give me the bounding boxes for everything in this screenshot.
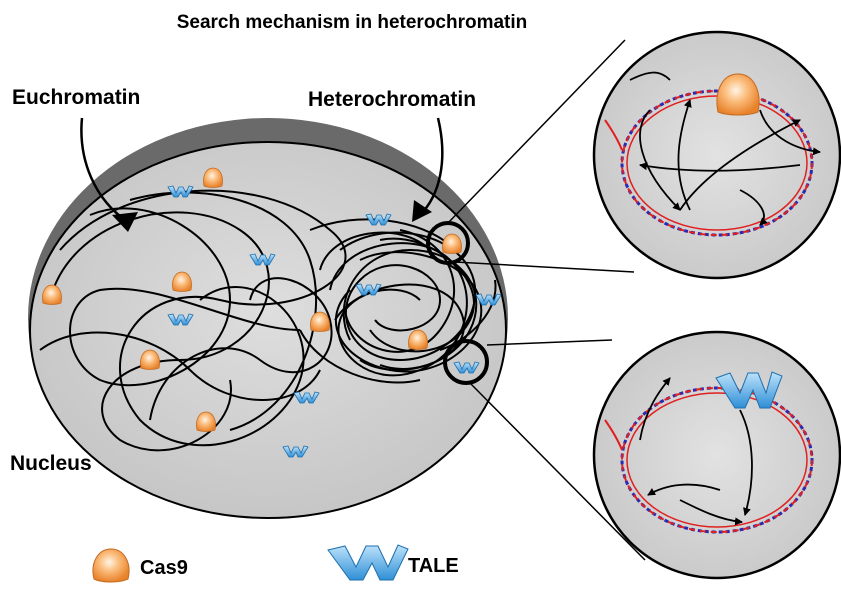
legend-cas9-icon [92,548,130,583]
cas9-protein [196,411,216,432]
zoom-connectors [447,39,646,561]
legend-cas9-label: Cas9 [140,557,188,579]
euchromatin-arrowhead [112,212,138,232]
euchromatin-fibers [39,189,347,452]
legend: Cas9 TALE [92,544,459,583]
cas9-protein [203,167,223,188]
cas9-protein [140,349,160,370]
euchromatin-label: Euchromatin [12,86,140,109]
zoom-circle-tale [592,330,841,580]
heterochromatin-fibers [299,218,497,384]
legend-tale-label: TALE [408,555,459,577]
diagram-title: Search mechanism in heterochromatin [177,12,528,33]
nucleus-label: Nucleus [10,452,92,475]
nucleus [28,118,508,519]
legend-tale-icon [327,544,409,581]
cas9-protein [310,311,330,332]
cas9-protein [172,271,192,292]
cas9-protein [408,329,428,350]
heterochromatin-label: Heterochromatin [308,88,476,111]
heterochromatin-arrowhead [412,200,432,222]
highlight-circle-tale [443,339,489,385]
cas9-protein [42,284,62,305]
cas9-protein [442,233,462,254]
zoom-circle-cas9 [592,30,841,280]
